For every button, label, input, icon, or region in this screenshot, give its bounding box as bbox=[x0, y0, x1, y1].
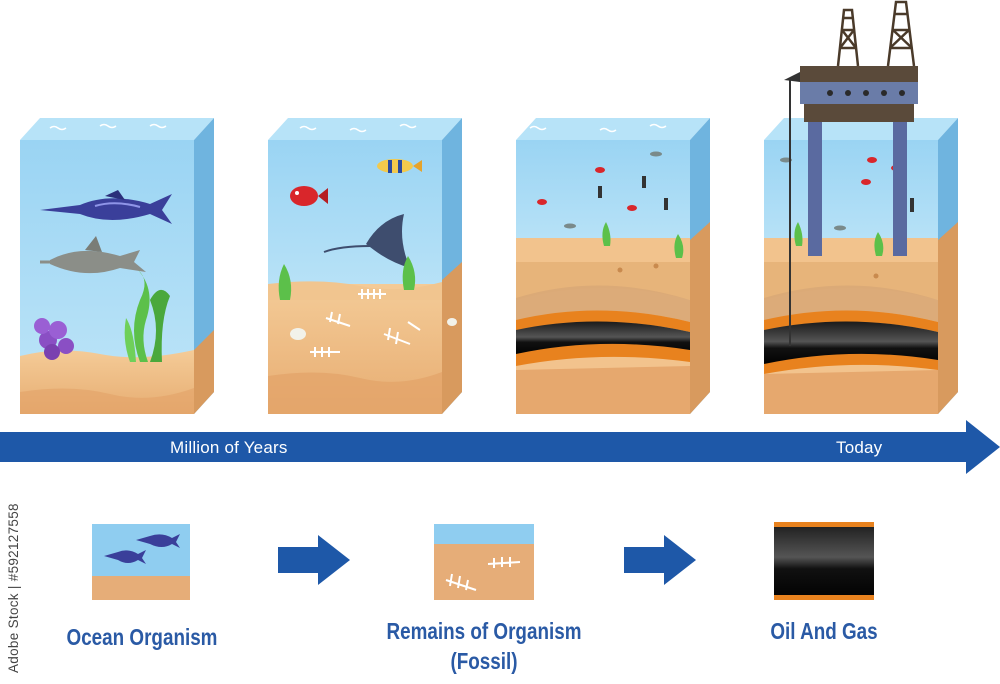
stingray-icon bbox=[323, 214, 410, 268]
timeline-start-label: Million of Years bbox=[170, 438, 288, 457]
timeline-end-label: Today bbox=[836, 438, 883, 457]
side-credit-text: Adobe Stock | #592127558 bbox=[6, 503, 21, 673]
seaweed-icon bbox=[124, 270, 170, 362]
small-fish-icon bbox=[537, 151, 668, 229]
timeline-arrow bbox=[0, 420, 1000, 474]
caption-ocean-organism-text: Ocean Organism bbox=[66, 624, 218, 650]
fish-thumbnail-icon bbox=[92, 524, 190, 600]
caption-remains-of-organism: Remains of Organism (Fossil) bbox=[374, 616, 594, 676]
caption-remains-line2: (Fossil) bbox=[450, 648, 518, 674]
oil-layer-thumbnail-icon bbox=[774, 522, 874, 600]
fish-bone-icon bbox=[310, 289, 421, 357]
caption-remains-line1: Remains of Organism bbox=[386, 618, 582, 644]
fossil-thumbnail-icon bbox=[434, 524, 534, 600]
tropical-fish-icon bbox=[377, 159, 422, 173]
red-fish-icon bbox=[290, 186, 328, 206]
sediment-block-icon bbox=[516, 118, 710, 414]
swordfish-icon bbox=[40, 190, 172, 224]
caption-oil-and-gas-text: Oil And Gas bbox=[770, 618, 878, 644]
caption-ocean-organism: Ocean Organism bbox=[52, 622, 232, 652]
shark-icon bbox=[40, 236, 146, 274]
right-arrow-icon bbox=[278, 535, 350, 585]
oil-rig-block-icon bbox=[764, 0, 958, 414]
fossil-block-icon bbox=[268, 118, 462, 414]
coral-icon bbox=[34, 318, 74, 360]
ocean-block-icon bbox=[20, 118, 214, 414]
right-arrow-icon bbox=[624, 535, 696, 585]
caption-oil-and-gas: Oil And Gas bbox=[742, 616, 906, 646]
